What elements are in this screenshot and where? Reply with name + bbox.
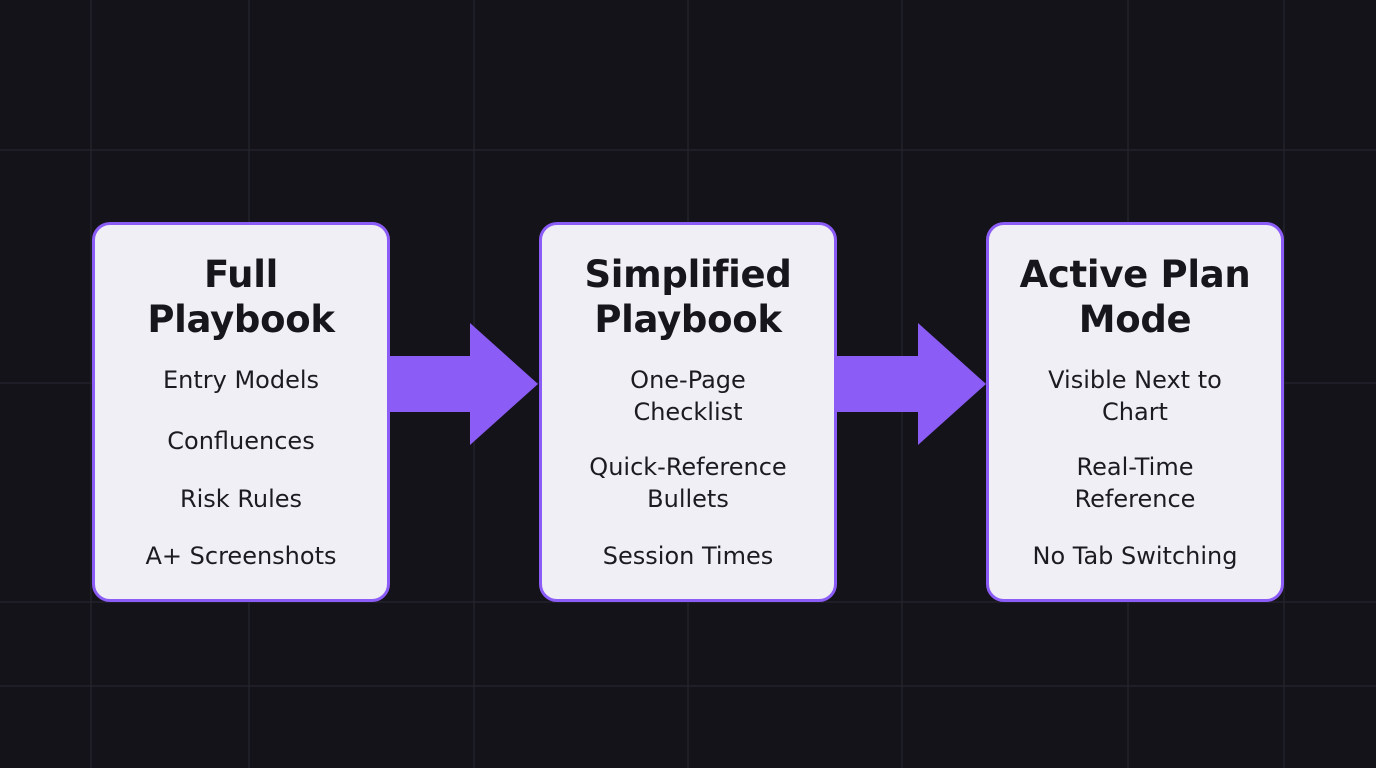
stage-item: Risk Rules <box>179 485 303 513</box>
stage-item: Visible Next to Chart <box>1048 366 1222 426</box>
stage-title: Active Plan Mode <box>1019 253 1251 341</box>
stage-title: Full Playbook <box>147 253 335 341</box>
stage-item: Entry Models <box>162 366 320 394</box>
stage-item: Real-Time Reference <box>1074 453 1196 513</box>
stage-title: Simplified Playbook <box>584 253 792 341</box>
stage-item: No Tab Switching <box>1032 542 1238 570</box>
arrow-right-icon <box>836 323 986 445</box>
stage-item: Session Times <box>602 542 774 570</box>
arrow-right-icon <box>388 323 538 445</box>
stage-item: Quick-Reference Bullets <box>589 453 787 513</box>
stage-card-simplified-playbook: Simplified Playbook One-Page Checklist Q… <box>539 222 837 602</box>
stage-card-full-playbook: Full Playbook Entry Models Confluences R… <box>92 222 390 602</box>
stage-card-active-plan-mode: Active Plan Mode Visible Next to Chart R… <box>986 222 1284 602</box>
stage-item: Confluences <box>167 427 315 455</box>
stage-item: A+ Screenshots <box>145 542 337 570</box>
stage-item: One-Page Checklist <box>630 366 746 426</box>
